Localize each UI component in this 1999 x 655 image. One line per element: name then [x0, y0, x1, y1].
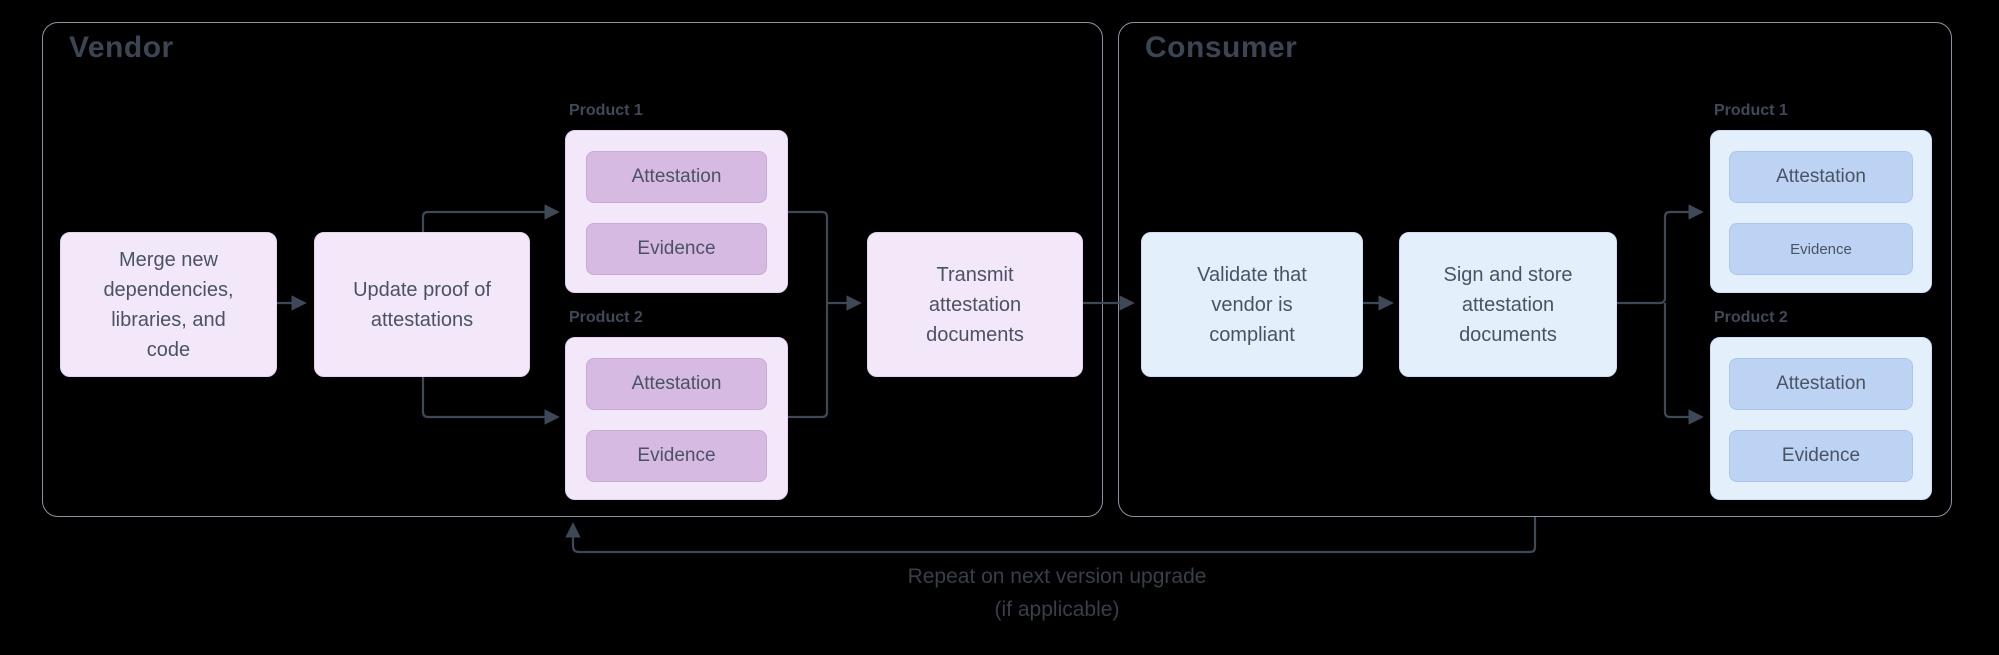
consumer-title: Consumer — [1145, 31, 1298, 64]
node-validate-vendor: Validate that vendor is compliant — [1141, 232, 1363, 377]
vendor-product2-label: Product 2 — [569, 309, 643, 326]
node-update-proof: Update proof of attestations — [314, 232, 530, 377]
consumer-product2-evidence: Evidence — [1729, 430, 1913, 482]
node-transmit-documents: Transmit attestation documents — [867, 232, 1083, 377]
vendor-product1-attestation: Attestation — [586, 151, 767, 203]
consumer-product1-group: Attestation Evidence — [1710, 130, 1932, 293]
consumer-product1-attestation: Attestation — [1729, 151, 1913, 203]
vendor-product1-group: Attestation Evidence — [565, 130, 788, 293]
consumer-product1-evidence: Evidence — [1729, 223, 1913, 275]
vendor-container: Vendor — [42, 22, 1103, 517]
vendor-product2-evidence: Evidence — [586, 430, 767, 482]
consumer-product1-label: Product 1 — [1714, 102, 1788, 119]
consumer-product2-attestation: Attestation — [1729, 358, 1913, 410]
node-merge-dependencies: Merge new dependencies, libraries, and c… — [60, 232, 277, 377]
vendor-product2-group: Attestation Evidence — [565, 337, 788, 500]
vendor-product1-label: Product 1 — [569, 102, 643, 119]
repeat-loop-label: Repeat on next version upgrade (if appli… — [907, 565, 1207, 621]
vendor-product1-evidence: Evidence — [586, 223, 767, 275]
edge-repeat-loop — [565, 517, 1537, 554]
consumer-product2-label: Product 2 — [1714, 309, 1788, 326]
node-sign-and-store: Sign and store attestation documents — [1399, 232, 1617, 377]
vendor-product2-attestation: Attestation — [586, 358, 767, 410]
consumer-container: Consumer — [1118, 22, 1952, 517]
vendor-title: Vendor — [69, 31, 174, 64]
consumer-product2-group: Attestation Evidence — [1710, 337, 1932, 500]
